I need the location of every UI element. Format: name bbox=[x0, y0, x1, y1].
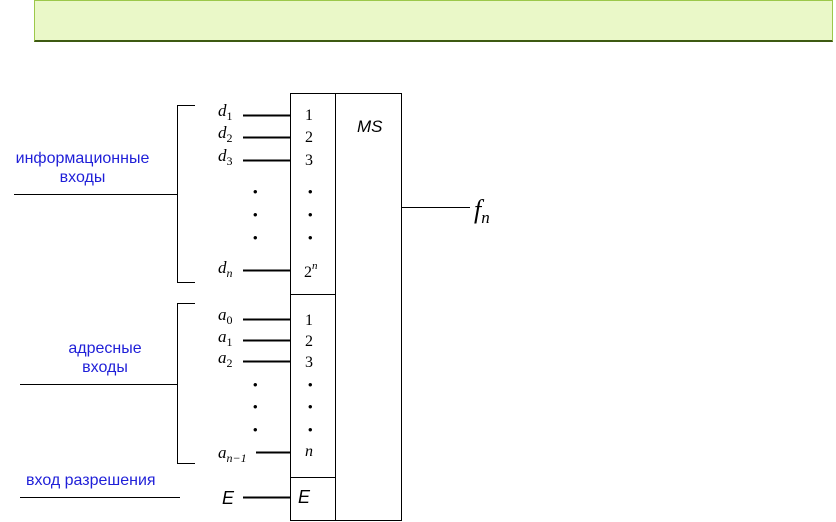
info-inputs-bracket bbox=[14, 105, 195, 283]
svg-text:•: • bbox=[308, 422, 313, 437]
address-input-2-label: a2 bbox=[218, 348, 233, 370]
svg-text:•: • bbox=[253, 184, 258, 199]
enable-input-label: вход разрешения bbox=[26, 472, 156, 489]
address-input-2-pin: 3 bbox=[305, 354, 313, 371]
svg-text:•: • bbox=[308, 184, 313, 199]
output-label-base: f bbox=[474, 195, 485, 224]
data-input-last-pin: 2n bbox=[304, 260, 318, 281]
block-title: MS bbox=[357, 117, 383, 136]
data-input-3: d3 3 bbox=[218, 146, 313, 169]
info-inputs-label-line2: входы bbox=[59, 169, 106, 186]
address-input-0-pin: 1 bbox=[305, 312, 313, 329]
header-bar bbox=[34, 0, 833, 42]
address-ellipsis-pins: • • • bbox=[308, 377, 313, 437]
data-input-2-pin: 2 bbox=[305, 129, 313, 146]
svg-text:•: • bbox=[253, 377, 258, 392]
address-ellipsis-left: • • • bbox=[253, 377, 258, 437]
address-inputs-label: адресные входы bbox=[30, 339, 180, 377]
svg-text:•: • bbox=[308, 377, 313, 392]
data-input-last-label: dn bbox=[218, 258, 233, 280]
data-input-1-pin: 1 bbox=[305, 107, 313, 124]
address-input-0-label: a0 bbox=[218, 305, 233, 327]
enable-pin-label: E bbox=[298, 487, 311, 507]
data-input-3-label: d3 bbox=[218, 146, 233, 168]
address-input-0: a0 1 bbox=[218, 305, 313, 329]
enable-signal-label: E bbox=[222, 488, 235, 508]
data-ellipsis-pins: • • • bbox=[308, 184, 313, 245]
address-inputs-label-line1: адресные bbox=[68, 340, 142, 357]
data-input-2-label: d2 bbox=[218, 123, 233, 145]
enable-input: E E bbox=[222, 487, 311, 508]
output-label-sub: n bbox=[481, 208, 490, 227]
svg-text:•: • bbox=[253, 399, 258, 414]
data-ellipsis-left: • • • bbox=[253, 184, 258, 245]
address-input-last: an−1 n bbox=[218, 443, 313, 465]
data-input-3-pin: 3 bbox=[305, 152, 313, 169]
data-input-last: dn 2n bbox=[218, 258, 318, 281]
svg-text:•: • bbox=[308, 230, 313, 245]
address-input-2: a2 3 bbox=[218, 348, 313, 371]
svg-text:•: • bbox=[308, 207, 313, 222]
ms-block bbox=[290, 93, 402, 521]
address-input-last-label: an−1 bbox=[218, 443, 247, 465]
svg-text:•: • bbox=[253, 422, 258, 437]
address-input-last-pin: n bbox=[305, 443, 313, 460]
info-inputs-label-line1: информационные bbox=[15, 150, 150, 167]
data-input-1-label: d1 bbox=[218, 101, 233, 123]
output-label: fn bbox=[474, 195, 490, 227]
address-input-1-label: a1 bbox=[218, 327, 233, 349]
address-inputs-bracket bbox=[20, 303, 195, 464]
svg-text:•: • bbox=[253, 207, 258, 222]
address-inputs-label-line2: входы bbox=[82, 359, 128, 376]
info-inputs-label: информационные входы bbox=[0, 149, 165, 187]
data-input-1: d1 1 bbox=[218, 101, 313, 124]
svg-text:•: • bbox=[253, 230, 258, 245]
address-input-1-pin: 2 bbox=[305, 333, 313, 350]
svg-text:•: • bbox=[308, 399, 313, 414]
data-input-2: d2 2 bbox=[218, 123, 313, 146]
address-input-1: a1 2 bbox=[218, 327, 313, 350]
